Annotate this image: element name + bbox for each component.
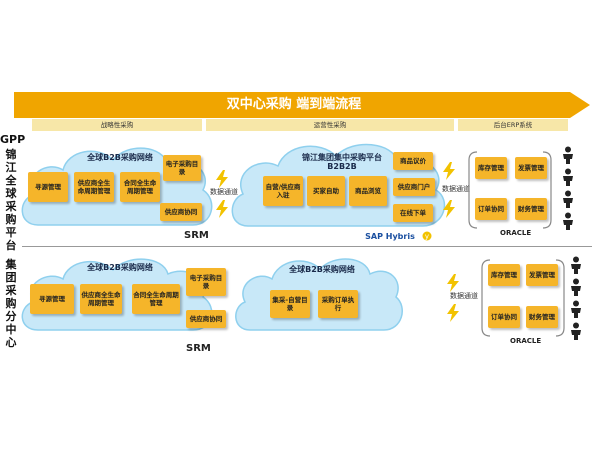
top-online-order-box[interactable]: 在线下单 [393, 204, 433, 222]
top-bolt-icon-4 [443, 200, 455, 218]
process-arrow-banner [14, 92, 590, 118]
user-icon [563, 190, 573, 208]
bottom-supplier-collab-box[interactable]: 供应商协同 [186, 310, 226, 328]
bottom-inventory-box[interactable]: 库存管理 [488, 264, 520, 286]
top-ecatalog-box[interactable]: 电子采购目录 [163, 155, 201, 181]
user-icon [571, 256, 581, 274]
top-supplier-collab-box[interactable]: 供应商协同 [160, 203, 202, 221]
bottom-bolt-icon-1 [447, 274, 459, 292]
user-icon [571, 322, 581, 340]
top-cloud2-subtitle: B2B2B [327, 162, 357, 171]
bottom-oracle-label: ORACLE [510, 337, 542, 345]
sap-hybris-label: SAP Hybris [365, 232, 415, 241]
user-icon [563, 168, 573, 186]
phase-label-strategic: 战略性采购 [100, 121, 134, 129]
top-contract-lifecycle-box[interactable]: 合同全生命周期管理 [120, 172, 160, 202]
bottom-contract-lifecycle-box[interactable]: 合同全生命周期管理 [132, 284, 180, 314]
top-inventory-box[interactable]: 库存管理 [475, 157, 507, 179]
top-supplier-lifecycle-box[interactable]: 供应商全生命周期管理 [74, 172, 114, 202]
top-order-collab-box[interactable]: 订单协同 [475, 198, 507, 220]
bottom-sourcing-box[interactable]: 寻源管理 [30, 284, 74, 314]
top-erp-bracket [468, 151, 552, 229]
top-oracle-label: ORACLE [500, 229, 532, 237]
top-bolt-icon-2 [216, 200, 228, 218]
bottom-data-channel: 数据通道 [450, 292, 478, 300]
bottom-finance-box[interactable]: 财务管理 [526, 306, 558, 328]
top-supplier-portal-box[interactable]: 供应商门户 [393, 178, 435, 196]
top-bolt-icon-1 [216, 170, 228, 188]
hybris-logo-icon: y [422, 231, 432, 241]
bottom-cloud2-title: 全球B2B采购网络 [289, 265, 355, 274]
top-finance-box[interactable]: 财务管理 [515, 198, 547, 220]
bottom-supplier-lifecycle-box[interactable]: 供应商全生命周期管理 [80, 284, 122, 314]
bottom-bolt-icon-2 [447, 304, 459, 322]
phase-label-erp: 后台ERP系统 [493, 121, 533, 129]
top-product-browse-box[interactable]: 商品浏览 [349, 176, 387, 206]
bottom-invoice-box[interactable]: 发票管理 [526, 264, 558, 286]
bottom-erp-bracket [481, 259, 565, 337]
bottom-order-collab-box[interactable]: 订单协同 [488, 306, 520, 328]
phase-label-operational: 运营性采购 [313, 121, 347, 129]
svg-text:y: y [425, 233, 429, 241]
top-sourcing-box[interactable]: 寻源管理 [28, 172, 68, 202]
phase-bar-erp [458, 119, 568, 131]
top-cloud2-title: 锦江集团集中采购平台 [302, 153, 382, 162]
user-icon [563, 146, 573, 164]
bottom-srm-label: SRM [186, 343, 211, 354]
top-data-channel-2: 数据通道 [442, 185, 470, 193]
top-cloud1-title: 全球B2B采购网络 [87, 153, 153, 162]
top-price-negotiation-box[interactable]: 商品议价 [393, 152, 433, 170]
phase-bar-strategic [32, 119, 202, 131]
banner-title: 双中心采购 端到端流程 [226, 97, 362, 112]
top-buyer-self-service-box[interactable]: 买家自助 [307, 176, 345, 206]
bottom-cloud1-title: 全球B2B采购网络 [87, 263, 153, 272]
top-data-channel-1: 数据通道 [210, 188, 238, 196]
bottom-ecatalog-box[interactable]: 电子采购目录 [186, 268, 226, 296]
top-srm-label: SRM [184, 230, 209, 241]
top-bolt-icon-3 [443, 162, 455, 180]
top-invoice-box[interactable]: 发票管理 [515, 157, 547, 179]
user-icon [563, 212, 573, 230]
user-icon [571, 300, 581, 318]
bottom-selfop-catalog-box[interactable]: 集采-自营目录 [270, 290, 310, 318]
bottom-po-execution-box[interactable]: 采购订单执行 [318, 290, 358, 318]
sub-center-label: 集团采购分中心 [5, 258, 17, 349]
global-platform-label: 锦江全球采购平台 [5, 148, 17, 252]
user-icon [571, 278, 581, 296]
section-divider [22, 246, 592, 247]
top-self-operated-box[interactable]: 自营/供应商入驻 [263, 176, 303, 206]
phase-bar-operational [206, 119, 454, 131]
gpp-label: GPP [0, 133, 26, 146]
